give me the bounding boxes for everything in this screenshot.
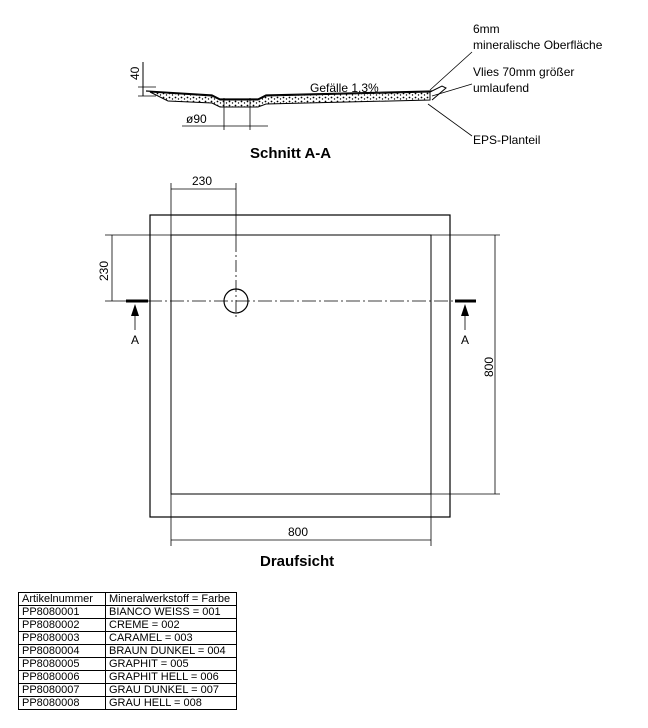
article-table: Artikelnummer Mineralwerkstoff = Farbe P… — [18, 592, 237, 710]
table-header-row: Artikelnummer Mineralwerkstoff = Farbe — [18, 592, 237, 606]
header-article-number: Artikelnummer — [18, 592, 106, 606]
arrow-left-head — [131, 304, 139, 316]
section-title: Schnitt A-A — [250, 145, 331, 162]
material-color-cell: CARAMEL = 003 — [105, 631, 237, 645]
leader-fleece — [431, 83, 473, 97]
article-number-cell: PP8080006 — [18, 670, 106, 684]
article-number-cell: PP8080005 — [18, 657, 106, 671]
mineral-surface-line — [145, 90, 433, 100]
plan-view: A A 230 230 800 800 Draufsicht — [97, 174, 500, 570]
material-color-cell: GRAPHIT = 005 — [105, 657, 237, 671]
material-color-cell: CREME = 002 — [105, 618, 237, 632]
note-fleece-2: umlaufend — [473, 81, 529, 95]
dim-height-label: 40 — [128, 66, 142, 80]
material-color-cell: GRAU HELL = 008 — [105, 696, 237, 710]
material-color-cell: BIANCO WEISS = 001 — [105, 605, 237, 619]
article-number-cell: PP8080007 — [18, 683, 106, 697]
article-number-cell: PP8080008 — [18, 696, 106, 710]
article-table-body: Artikelnummer Mineralwerkstoff = Farbe P… — [18, 592, 237, 710]
tray-inner-basin — [170, 234, 432, 495]
material-color-cell: GRAPHIT HELL = 006 — [105, 670, 237, 684]
dim-bottom-label: 800 — [288, 525, 308, 539]
material-color-cell: GRAU DUNKEL = 007 — [105, 683, 237, 697]
article-number-cell: PP8080001 — [18, 605, 106, 619]
tray-section-body — [149, 91, 431, 108]
note-eps: EPS-Planteil — [473, 133, 540, 147]
material-color-cell: BRAUN DUNKEL = 004 — [105, 644, 237, 658]
article-number-cell: PP8080002 — [18, 618, 106, 632]
dim-right-label: 800 — [482, 357, 496, 377]
arrow-right-head — [461, 304, 469, 316]
section-view: 40 ø90 Gefälle 1,3% 6mm mineralische Obe… — [128, 22, 603, 162]
article-number-cell: PP8080003 — [18, 631, 106, 645]
cut-label-right: A — [461, 333, 469, 347]
cut-label-left: A — [131, 333, 139, 347]
dim-drain-label: ø90 — [186, 112, 207, 126]
leader-surface — [429, 51, 473, 91]
leader-eps — [427, 103, 473, 137]
article-number-cell: PP8080004 — [18, 644, 106, 658]
dim-top-label: 230 — [192, 174, 212, 188]
slope-label: Gefälle 1,3% — [310, 81, 379, 95]
note-surface-2: mineralische Oberfläche — [473, 38, 603, 52]
dim-left-label: 230 — [97, 261, 111, 281]
tray-outer-rim — [149, 214, 451, 518]
note-fleece-1: Vlies 70mm größer — [473, 65, 574, 79]
plan-title: Draufsicht — [260, 553, 334, 570]
header-material-color: Mineralwerkstoff = Farbe — [105, 592, 237, 606]
note-surface-1: 6mm — [473, 22, 500, 36]
